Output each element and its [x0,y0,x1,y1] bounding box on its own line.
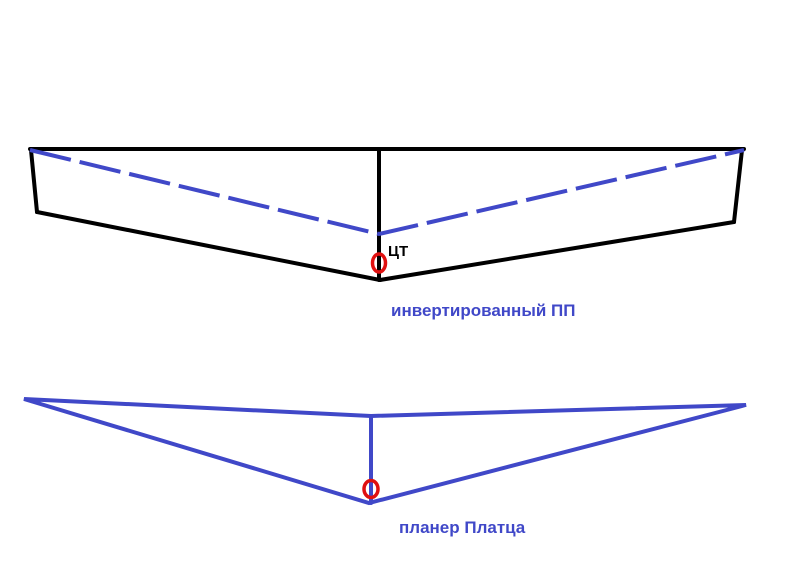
dashed-comparison-outline [29,148,745,237]
left-tip-chord [29,148,39,214]
cg-marker-top [370,252,388,274]
right-tip-chord [732,148,744,224]
trailing-edge-right [378,220,736,282]
glider-outline [23,397,747,506]
cg-label: ЦТ [388,243,408,260]
platz-glider-figure: планер Платца [23,397,747,537]
bottom-caption: планер Платца [399,518,526,537]
top-caption: инвертированный ПП [391,301,575,320]
trailing-edge-left [35,210,382,282]
inverted-wing-figure: ЦТ инвертированный ПП [28,147,746,320]
cg-marker-bottom [362,478,380,500]
